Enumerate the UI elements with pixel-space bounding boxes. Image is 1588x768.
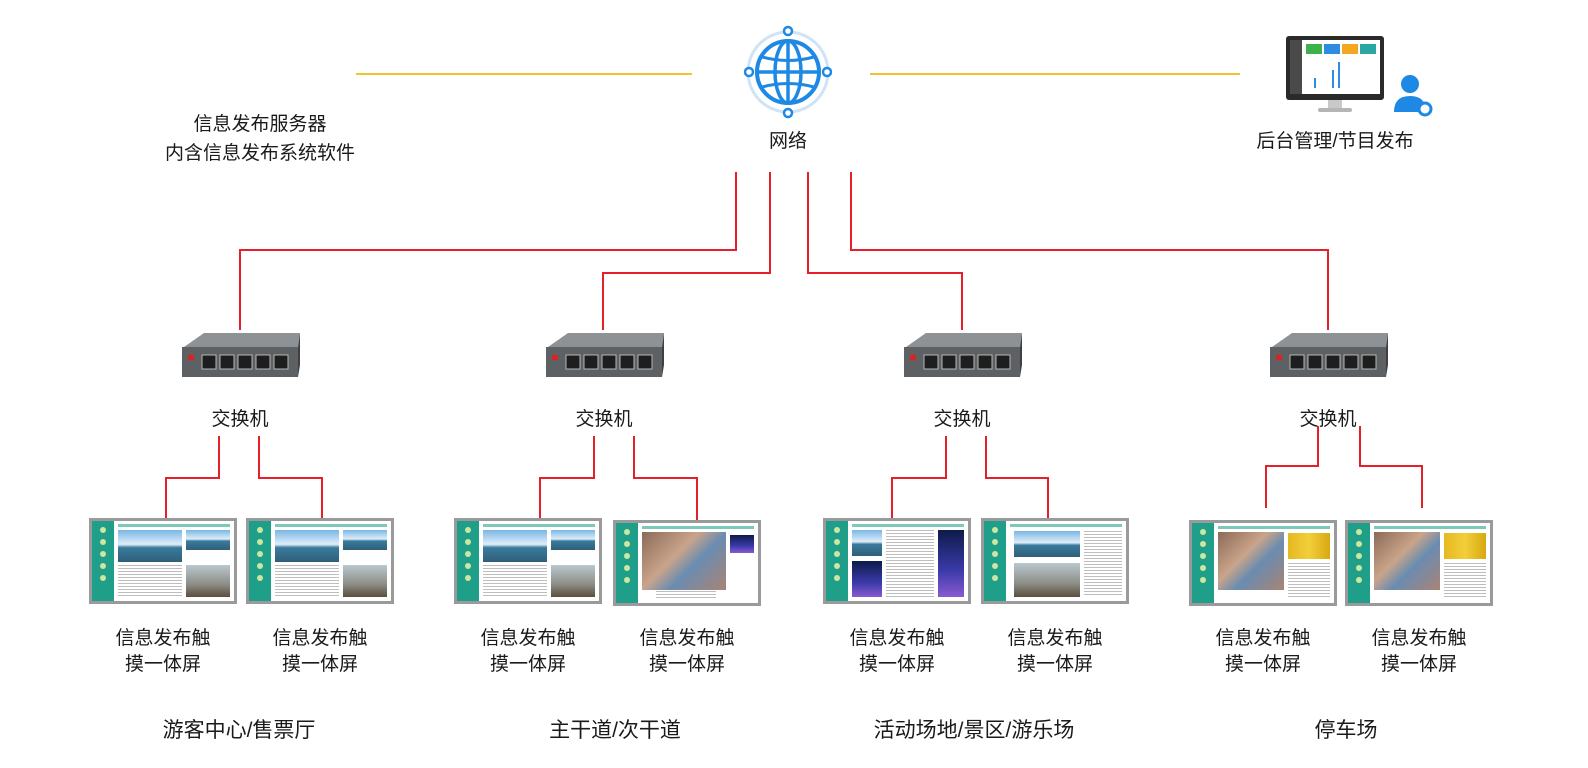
screen-label-line2: 摸一体屏 (1380, 654, 1457, 675)
server-description: 信息发布服务器 内含信息发布系统软件 (140, 110, 380, 168)
screen-label-line2: 摸一体屏 (124, 654, 201, 675)
globe-network-icon (743, 24, 833, 122)
monitor-admin-icon (1284, 34, 1434, 118)
screen-label-line2: 摸一体屏 (489, 654, 566, 675)
network-label: 网络 (768, 131, 807, 152)
touch-screen-kiosk (823, 518, 971, 604)
screen-label-line1: 信息发布触 (480, 628, 576, 649)
zone-label-activity-area: 活动场地/景区/游乐场 (873, 719, 1075, 742)
touch-screen-kiosk (1189, 520, 1337, 606)
switch-label: 交换机 (211, 409, 269, 430)
touch-screen-kiosk (454, 518, 602, 604)
screen-label-line1: 信息发布触 (849, 628, 945, 649)
screen-label-line1: 信息发布触 (1007, 628, 1103, 649)
switch-label: 交换机 (1299, 409, 1357, 430)
server-label-line2: 内含信息发布系统软件 (164, 143, 355, 164)
network-switch-icon (1268, 325, 1390, 390)
switch-label: 交换机 (933, 409, 991, 430)
touch-screen-kiosk (1345, 520, 1493, 606)
screen-label: 信息发布触摸一体屏 (1344, 626, 1494, 678)
touch-screen-kiosk (981, 518, 1129, 604)
network-switch-icon (902, 325, 1024, 390)
screen-label-line2: 摸一体屏 (281, 654, 358, 675)
screen-label: 信息发布触摸一体屏 (88, 626, 238, 678)
server-label-line1: 信息发布服务器 (193, 114, 327, 135)
screen-label: 信息发布触摸一体屏 (1188, 626, 1338, 678)
screen-label-line1: 信息发布触 (272, 628, 368, 649)
touch-screen-kiosk (613, 520, 761, 606)
screen-label-line2: 摸一体屏 (1224, 654, 1301, 675)
switch-screen-links (165, 426, 1423, 520)
screen-label: 信息发布触摸一体屏 (822, 626, 972, 678)
screen-label-line1: 信息发布触 (1215, 628, 1311, 649)
screen-label-line2: 摸一体屏 (858, 654, 935, 675)
screen-label: 信息发布触摸一体屏 (980, 626, 1130, 678)
screen-label-line2: 摸一体屏 (648, 654, 725, 675)
zone-label-parking: 停车场 (1314, 719, 1378, 742)
screen-label: 信息发布触摸一体屏 (245, 626, 395, 678)
zone-label-roads: 主干道/次干道 (549, 719, 681, 742)
screen-label: 信息发布触摸一体屏 (612, 626, 762, 678)
network-switch-icon (180, 325, 302, 390)
switch-label: 交换机 (575, 409, 633, 430)
admin-label: 后台管理/节目发布 (1256, 131, 1414, 152)
touch-screen-kiosk (246, 518, 394, 604)
network-switch-links (239, 172, 1329, 330)
screen-label: 信息发布触摸一体屏 (453, 626, 603, 678)
touch-screen-kiosk (89, 518, 237, 604)
screen-label-line1: 信息发布触 (639, 628, 735, 649)
screen-label-line2: 摸一体屏 (1016, 654, 1093, 675)
screen-label-line1: 信息发布触 (1371, 628, 1467, 649)
network-switch-icon (544, 325, 666, 390)
screen-label-line1: 信息发布触 (115, 628, 211, 649)
zone-label-visitor-center: 游客中心/售票厅 (162, 719, 316, 742)
